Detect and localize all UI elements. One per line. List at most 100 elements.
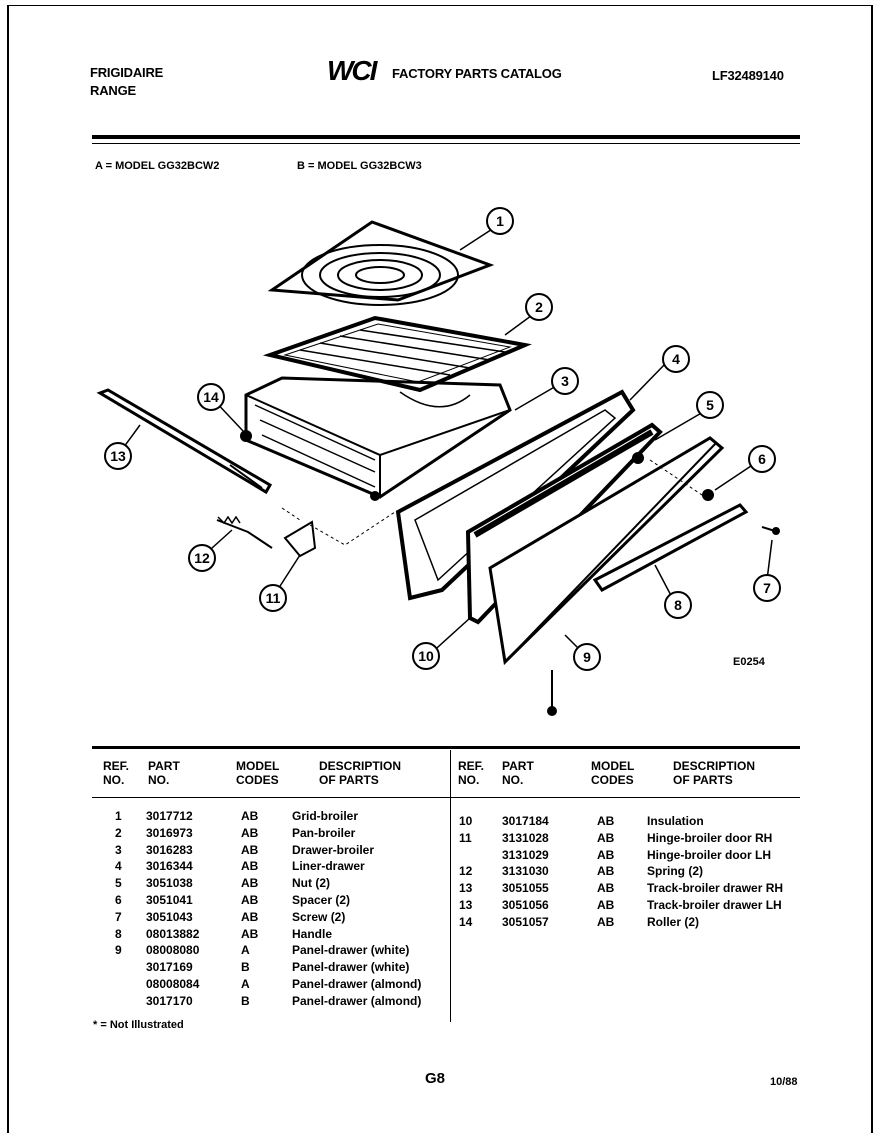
- cell-desc: Roller (2): [647, 914, 700, 929]
- cell-part: 3051041: [146, 893, 193, 907]
- callout-1: [486, 207, 514, 235]
- cell-part: 3051055: [502, 881, 549, 896]
- hinge-drawing: [283, 520, 317, 558]
- cell-ref: 6: [115, 893, 122, 907]
- drawer-broiler-drawing: [240, 376, 512, 501]
- cell-desc: Pan-broiler: [292, 825, 356, 840]
- cell-ref: 13: [459, 898, 473, 912]
- callout-11: [259, 584, 287, 612]
- svg-text:4: 4: [672, 351, 680, 367]
- cell-code: B: [241, 960, 250, 975]
- cell-part: 3017170: [146, 993, 193, 1008]
- cell-ref: 5: [115, 876, 122, 891]
- cell-desc: Spacer (2): [292, 893, 351, 907]
- cell-part: 3051056: [502, 898, 549, 912]
- nut-drawing: [632, 452, 644, 464]
- cell-ref: 11: [459, 830, 472, 845]
- cell-part: 3051057: [502, 914, 549, 929]
- catalog-title: FACTORY PARTS CATALOG: [392, 66, 562, 81]
- cell-desc: Track-broiler drawer RH: [647, 881, 784, 896]
- cell-part: 3016973: [146, 825, 193, 840]
- cell-code: AB: [597, 898, 615, 912]
- cell-ref: 2: [115, 825, 122, 840]
- cell-ref: 4: [115, 859, 122, 874]
- table-header-rule: [92, 797, 800, 798]
- cell-code: AB: [597, 881, 615, 896]
- svg-text:1: 1: [496, 213, 504, 229]
- product-name: RANGE: [90, 83, 136, 98]
- cell-part: 3016283: [146, 842, 193, 857]
- cell-part: 3051043: [146, 909, 193, 924]
- brand-name: FRIGIDAIRE: [90, 65, 164, 80]
- header-rule-thick: [92, 135, 800, 139]
- cell-desc: Panel-drawer (almond): [292, 977, 422, 991]
- callout-8: [664, 591, 692, 619]
- cell-part: 3131029: [502, 847, 549, 862]
- cell-ref: 8: [115, 926, 122, 941]
- svg-text:11: 11: [266, 590, 281, 606]
- header-rule-thin: [92, 143, 800, 144]
- exploded-parts-diagram: 1 2 3 4 5 6 7 8 9 10 11 12 13 14 E0254: [96, 207, 781, 716]
- cell-code: A: [241, 977, 250, 991]
- callout-6: [748, 445, 776, 473]
- cell-desc: Spring (2): [647, 864, 703, 879]
- cell-code: AB: [241, 825, 259, 840]
- svg-text:WCI: WCI: [327, 56, 379, 84]
- grid-broiler-drawing: [267, 220, 495, 306]
- page-number: G8: [425, 1070, 446, 1087]
- svg-text:6: 6: [758, 451, 766, 467]
- model-b: B = MODEL GG32BCW3: [297, 160, 422, 172]
- cell-ref: 10: [459, 814, 473, 828]
- cell-ref: 14: [459, 914, 473, 929]
- cell-ref: 13: [459, 881, 473, 896]
- cell-part: 08008080: [146, 943, 200, 958]
- model-a: A = MODEL GG32BCW2: [95, 160, 220, 172]
- handle-drawing: [592, 503, 749, 592]
- callout-3: [551, 367, 579, 395]
- track-drawing: [96, 388, 273, 495]
- cell-part: 3051038: [146, 876, 193, 891]
- header-ref-left: REF.NO.: [103, 759, 130, 787]
- cell-part: 08013882: [146, 926, 200, 941]
- catalog-number: LF32489140: [712, 68, 784, 83]
- diagram-code: E0254: [733, 656, 766, 668]
- cell-ref: 3: [115, 842, 122, 857]
- svg-text:13: 13: [110, 448, 126, 464]
- page-frame: [7, 5, 873, 1133]
- svg-text:5: 5: [706, 397, 714, 413]
- cell-desc: Panel-drawer (white): [292, 960, 410, 975]
- cell-ref: 1: [115, 809, 122, 823]
- callout-13: [104, 442, 132, 470]
- cell-code: AB: [241, 809, 259, 823]
- cell-part: 3017184: [502, 814, 549, 828]
- callout-4: [662, 345, 690, 373]
- svg-text:12: 12: [194, 550, 210, 566]
- cell-desc: Hinge-broiler door RH: [647, 830, 773, 845]
- cell-desc: Panel-drawer (almond): [292, 993, 422, 1008]
- cell-code: B: [241, 993, 250, 1008]
- svg-text:14: 14: [203, 389, 219, 405]
- cell-desc: Drawer-broiler: [292, 842, 375, 857]
- callout-14: [197, 383, 225, 411]
- cell-desc: Screw (2): [292, 909, 346, 924]
- table-top-rule: [92, 746, 800, 749]
- pan-broiler-drawing: [262, 315, 532, 408]
- cell-code: AB: [597, 864, 615, 879]
- svg-text:10: 10: [418, 648, 434, 664]
- spacer-drawing: [702, 489, 714, 501]
- cell-code: AB: [241, 893, 259, 907]
- cell-desc: Grid-broiler: [292, 809, 359, 823]
- cell-desc: Panel-drawer (white): [292, 943, 410, 958]
- callout-7: [753, 574, 781, 602]
- cell-part: 3016344: [146, 859, 193, 874]
- cell-code: A: [241, 943, 250, 958]
- cell-desc: Nut (2): [292, 876, 330, 891]
- cell-code: AB: [241, 876, 259, 891]
- cell-desc: Hinge-broiler door LH: [647, 847, 771, 862]
- cell-code: AB: [241, 926, 259, 941]
- svg-text:9: 9: [583, 649, 591, 665]
